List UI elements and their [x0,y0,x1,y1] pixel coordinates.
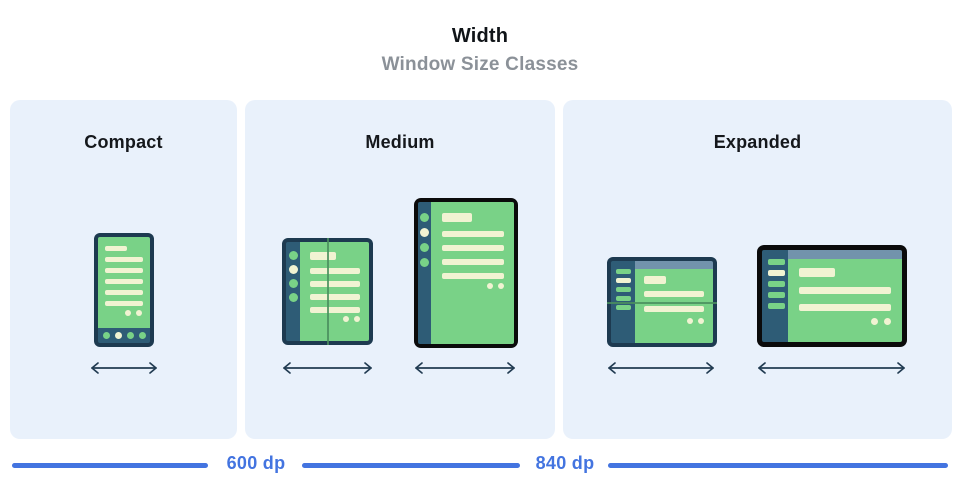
content-dots [644,318,704,324]
nav-drawer [762,250,788,342]
width-arrow-icon [755,361,908,375]
content-dot [498,283,504,289]
drawer-item [616,296,631,301]
foldable-screen [300,242,369,341]
content-area [788,259,902,342]
content-dot [884,318,891,325]
ruler-line-segment [12,463,208,468]
drawer-item [616,269,631,274]
drawer-item [768,303,785,309]
breakpoint-600dp-label: 600 dp [226,453,286,473]
nav-dot [127,332,134,339]
desktop-illustration [757,245,907,347]
content-block [310,252,336,260]
rail-dot [420,243,429,252]
landscape-foldable-illustration [607,257,717,347]
panel-compact-label: Compact [84,132,163,152]
content-dot [343,316,349,322]
width-arrow-icon [280,361,375,375]
panel-expanded: Expanded [563,100,952,439]
content-dots [799,318,891,325]
content-dots [442,283,504,289]
content-dot [687,318,693,324]
content-line [310,281,360,287]
foldable-illustration [282,238,373,345]
content-block [799,268,835,277]
content-block [442,213,472,222]
width-arrow-icon [88,361,160,375]
content-dot [136,310,142,316]
content-line [799,287,891,294]
rail-dot [420,213,429,222]
drawer-item [616,305,631,310]
fold-crease-line [327,238,329,345]
width-arrow-icon [412,361,518,375]
breakpoint-840dp-label: 840 dp [535,453,595,473]
diagram-subtitle: Window Size Classes [381,54,579,75]
rail-dot [288,279,298,288]
panel-compact: Compact [10,100,237,439]
content-line [310,268,360,274]
drawer-item [616,278,631,283]
drawer-item [768,270,785,276]
nav-rail [286,242,300,341]
rail-dot [420,228,429,237]
drawer-item [768,292,785,298]
content-line [105,268,143,273]
nav-dot [103,332,110,339]
rail-dot [288,251,298,260]
content-line [442,231,504,237]
app-bar [635,261,713,269]
content-line [799,304,891,311]
phone-navbar [98,328,150,343]
content-line [644,306,704,312]
content-column [635,261,713,343]
rail-dot [420,258,429,267]
phone-screen [98,237,150,328]
panel-expanded-label: Expanded [713,132,802,152]
phone-illustration [94,233,154,347]
content-area [635,269,713,343]
content-line [442,259,504,265]
content-column [788,250,902,342]
content-dot [487,283,493,289]
drawer-item [768,281,785,287]
panel-medium-label: Medium [365,132,435,152]
content-line [105,279,143,284]
drawer-item [768,259,785,265]
content-dots [105,310,143,316]
content-block [644,276,666,284]
app-bar [788,250,902,259]
nav-dot [115,332,122,339]
content-line [442,245,504,251]
content-line [442,273,504,279]
ruler-line-segment [608,463,948,468]
drawer-item [616,287,631,292]
width-arrow-icon [605,361,717,375]
content-dot [125,310,131,316]
content-line [310,307,360,313]
nav-rail [418,202,431,344]
fold-crease-line [607,302,717,304]
content-dots [310,316,360,322]
rail-dot [288,265,298,274]
content-dot [871,318,878,325]
ruler-line-segment [302,463,520,468]
tablet-screen [431,202,514,344]
content-line [105,301,143,306]
content-line [105,290,143,295]
content-line [644,291,704,297]
content-line [105,257,143,262]
content-dot [354,316,360,322]
panel-medium: Medium [245,100,555,439]
tablet-illustration [414,198,518,348]
rail-dot [288,293,298,302]
content-dot [698,318,704,324]
diagram-title: Width [451,25,509,47]
content-line [105,246,127,251]
content-line [310,294,360,300]
nav-dot [139,332,146,339]
